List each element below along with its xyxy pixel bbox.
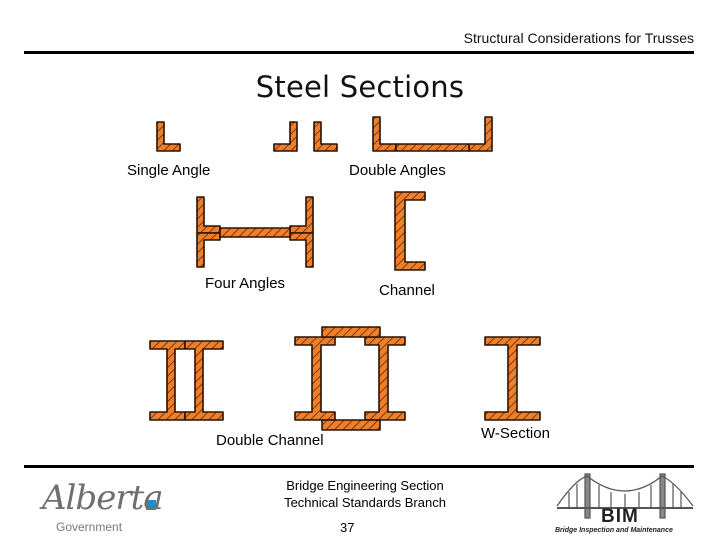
- bim-subtitle: Bridge Inspection and Maintenance: [555, 527, 673, 534]
- w-section-shape: [484, 336, 541, 421]
- double-channel-bottom-plate: [321, 419, 381, 431]
- label-w-section: W-Section: [481, 425, 550, 442]
- label-double-channel: Double Channel: [216, 432, 324, 449]
- alberta-wordmark: Alberta: [42, 478, 163, 518]
- slide-title: Steel Sections: [255, 70, 465, 104]
- bim-logo: BIM Bridge Inspection and Maintenance: [555, 470, 695, 538]
- single-angle-shape: [156, 121, 181, 152]
- label-double-angles: Double Angles: [349, 162, 446, 179]
- footer-line-2: Technical Standards Branch: [284, 495, 446, 510]
- four-angles-br-shape: [289, 232, 314, 268]
- channel-shape: [394, 191, 426, 271]
- footer-line-1: Bridge Engineering Section: [286, 478, 444, 493]
- header-title: Structural Considerations for Trusses: [463, 30, 694, 46]
- double-angle-spaced-left-shape: [372, 116, 397, 152]
- page-number: 37: [340, 520, 355, 535]
- double-angle-right-shape: [313, 121, 338, 152]
- double-channel-top-plate: [321, 326, 381, 338]
- four-angles-bl-shape: [196, 232, 221, 268]
- double-channel-box-right-shape: [364, 336, 406, 421]
- four-angles-tr-shape: [289, 196, 314, 234]
- footer-rule: [24, 465, 694, 468]
- alberta-logo-mark: [146, 500, 156, 510]
- label-single-angle: Single Angle: [127, 162, 211, 179]
- double-channel-left-b-shape: [184, 340, 224, 421]
- bim-bridge-icon: [556, 473, 694, 519]
- double-channel-left-a-shape: [149, 340, 186, 421]
- alberta-logo: Alberta Government: [38, 478, 168, 536]
- double-angle-spaced-right-shape: [468, 116, 493, 152]
- double-angle-left-shape: [273, 121, 298, 152]
- label-four-angles: Four Angles: [205, 275, 286, 292]
- four-angles-tl-shape: [196, 196, 221, 234]
- double-channel-box-left-shape: [294, 336, 336, 421]
- bim-wordmark: BIM: [601, 506, 639, 527]
- double-angle-spaced-plate: [395, 143, 470, 152]
- label-channel: Channel: [379, 282, 435, 299]
- header-rule: [24, 51, 694, 54]
- four-angles-web: [219, 227, 291, 238]
- alberta-government-text: Government: [56, 520, 123, 534]
